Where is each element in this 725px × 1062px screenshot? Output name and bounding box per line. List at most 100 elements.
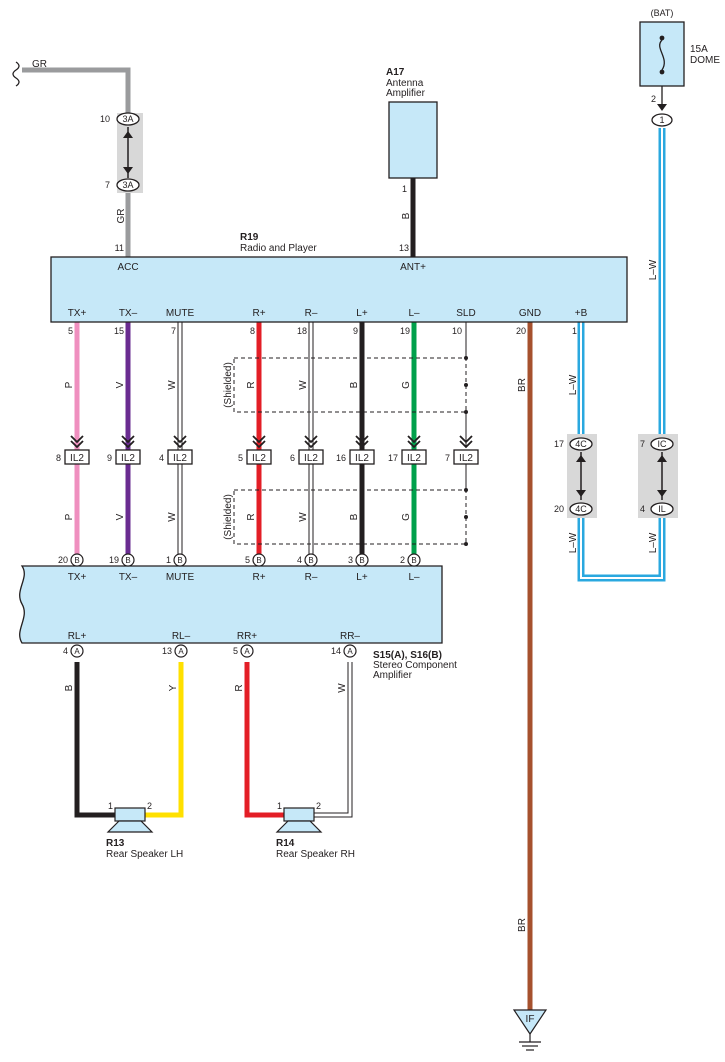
il2-connector bbox=[298, 449, 324, 465]
wire-rl-minus bbox=[145, 662, 184, 818]
speaker-icon bbox=[275, 820, 323, 833]
wire-label: Y bbox=[168, 684, 179, 691]
pin-label: RL+ bbox=[68, 631, 87, 642]
pin-label: L– bbox=[408, 308, 420, 319]
fuse-icon bbox=[659, 39, 665, 71]
pin-number: 18 bbox=[297, 326, 307, 336]
wire-label: GR bbox=[116, 209, 127, 224]
connector-pin bbox=[70, 644, 84, 658]
pin-number: 20 bbox=[58, 555, 68, 565]
shielded-label: (Shielded) bbox=[223, 494, 234, 540]
pin-number: 1 bbox=[108, 801, 113, 811]
wire-rl-plus bbox=[74, 662, 115, 818]
connector-code: IL2 bbox=[252, 453, 266, 464]
wire-gr bbox=[22, 67, 131, 257]
wire-label: G bbox=[401, 381, 412, 389]
pin-number: 9 bbox=[107, 453, 112, 463]
wire-label: B bbox=[349, 381, 360, 388]
pin-label: L+ bbox=[356, 308, 368, 319]
connector-arrow-icon bbox=[121, 435, 135, 449]
junction-code: IC bbox=[658, 439, 668, 449]
component-name: Radio and Player bbox=[240, 243, 317, 254]
connector-code: IL2 bbox=[355, 453, 369, 464]
il2-connector bbox=[453, 449, 479, 465]
pin-number: 2 bbox=[651, 94, 656, 104]
wire-label: B bbox=[349, 513, 360, 520]
connector-arrow-icon bbox=[252, 435, 266, 449]
connector-letter: B bbox=[411, 556, 416, 565]
connector-code: IL2 bbox=[70, 453, 84, 464]
pin-number: 6 bbox=[290, 453, 295, 463]
il2-connector bbox=[246, 449, 272, 465]
pin-number: 17 bbox=[388, 453, 398, 463]
pin-number: 5 bbox=[68, 326, 73, 336]
pin-number: 5 bbox=[233, 646, 238, 656]
wire-label: L–W bbox=[648, 532, 659, 553]
wire-label: P bbox=[64, 513, 75, 520]
wire-label: W bbox=[167, 380, 178, 390]
wire-label: P bbox=[64, 381, 75, 388]
pin-number: 16 bbox=[336, 453, 346, 463]
connector-code: IL2 bbox=[304, 453, 318, 464]
connector-arrow-icon bbox=[407, 435, 421, 449]
component-name: Stereo Component bbox=[373, 660, 457, 671]
pin-number: 19 bbox=[109, 555, 119, 565]
junction-plus-b: 4C 17 4C 20 bbox=[554, 437, 593, 516]
il2-connector bbox=[64, 449, 90, 465]
wire-label: GR bbox=[32, 59, 47, 70]
wire-label: G bbox=[401, 513, 412, 521]
pin-label: RR+ bbox=[237, 631, 257, 642]
component-name: Antenna bbox=[386, 78, 424, 89]
pin-number: 17 bbox=[554, 439, 564, 449]
component-name: Rear Speaker LH bbox=[106, 849, 183, 860]
pin-label: MUTE bbox=[166, 308, 195, 319]
wire-label: W bbox=[298, 512, 309, 522]
connector-letter: B bbox=[177, 556, 182, 565]
wire-label: R bbox=[246, 381, 257, 388]
wire-label: V bbox=[115, 381, 126, 388]
wire-label: BR bbox=[517, 378, 528, 392]
wire-label: W bbox=[298, 380, 309, 390]
pin-label: TX– bbox=[119, 572, 138, 583]
il2-connector bbox=[401, 449, 427, 465]
pin-number: 15 bbox=[114, 326, 124, 336]
pin-label: RL– bbox=[172, 631, 191, 642]
pin-number: 14 bbox=[331, 646, 341, 656]
pin-label: SLD bbox=[456, 308, 475, 319]
pin-number: 8 bbox=[250, 326, 255, 336]
pin-number: 3 bbox=[348, 555, 353, 565]
shielded-label: (Shielded) bbox=[223, 362, 234, 408]
wire-label: L–W bbox=[648, 259, 659, 280]
ground-label: IF bbox=[526, 1014, 535, 1025]
component-name: Amplifier bbox=[373, 670, 413, 681]
rear-speaker-rh: 1 2 R14 Rear Speaker RH bbox=[275, 801, 355, 860]
pin-number: 7 bbox=[640, 439, 645, 449]
pin-label: RR– bbox=[340, 631, 360, 642]
pin-number: 19 bbox=[400, 326, 410, 336]
wire-label: R bbox=[246, 513, 257, 520]
pin-number: 20 bbox=[516, 326, 526, 336]
wire-label: L–W bbox=[568, 374, 579, 395]
fuse-supply: (BAT) bbox=[651, 8, 674, 18]
component-ref: R14 bbox=[276, 838, 295, 849]
pin-label: MUTE bbox=[166, 572, 195, 583]
junction-code: 3A bbox=[122, 180, 133, 190]
il2-connector bbox=[349, 449, 375, 465]
component-ref: A17 bbox=[386, 67, 405, 78]
connector-letter: B bbox=[74, 556, 79, 565]
connector-pin bbox=[355, 553, 369, 567]
pin-number: 4 bbox=[63, 646, 68, 656]
pin-label: R+ bbox=[252, 308, 265, 319]
connector-pin bbox=[70, 553, 84, 567]
connector-arrow-icon bbox=[459, 435, 473, 449]
radio-bottom-pins: TX+5TX–15MUTE7R+8R–18L+9L–19SLD10GND20+B… bbox=[68, 308, 588, 336]
pin-number: 7 bbox=[445, 453, 450, 463]
connector-arrow-icon bbox=[173, 435, 187, 449]
junction-code: 4C bbox=[575, 504, 587, 514]
pin-label: GND bbox=[519, 308, 541, 319]
connector-letter: A bbox=[74, 647, 80, 656]
connector-letter: A bbox=[244, 647, 250, 656]
